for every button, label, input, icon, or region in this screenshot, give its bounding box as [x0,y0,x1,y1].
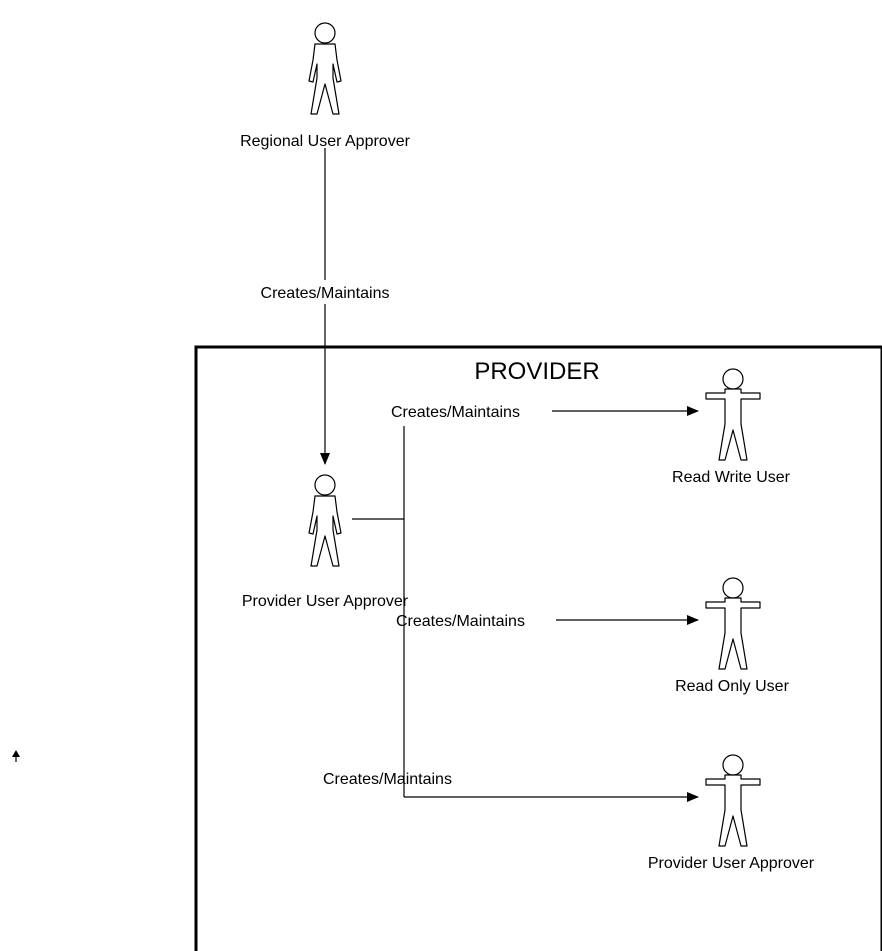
boundary-title: PROVIDER [474,358,599,385]
provider-boundary [194,345,882,951]
actor-icon-provider-approver-target [705,754,761,847]
actor-label-read-only: Read Only User [675,678,789,695]
actor-label-provider-approver-target: Provider User Approver [648,855,815,872]
actor-icon-provider-approver [308,474,342,567]
relation-label-read-write: Creates/Maintains [391,404,520,421]
stray-arrow-icon [12,750,20,762]
actor-icon-read-only [705,577,761,670]
relation-label-provider-approver: Creates/Maintains [323,771,452,788]
actor-icon-read-write [705,368,761,461]
actor-icon-regional [308,22,342,115]
actor-label-provider-approver: Provider User Approver [242,593,409,610]
actor-label-read-write: Read Write User [672,469,791,486]
relation-label-regional-to-provider: Creates/Maintains [261,285,390,302]
actor-label-regional: Regional User Approver [240,133,411,150]
relation-label-read-only: Creates/Maintains [396,613,525,630]
